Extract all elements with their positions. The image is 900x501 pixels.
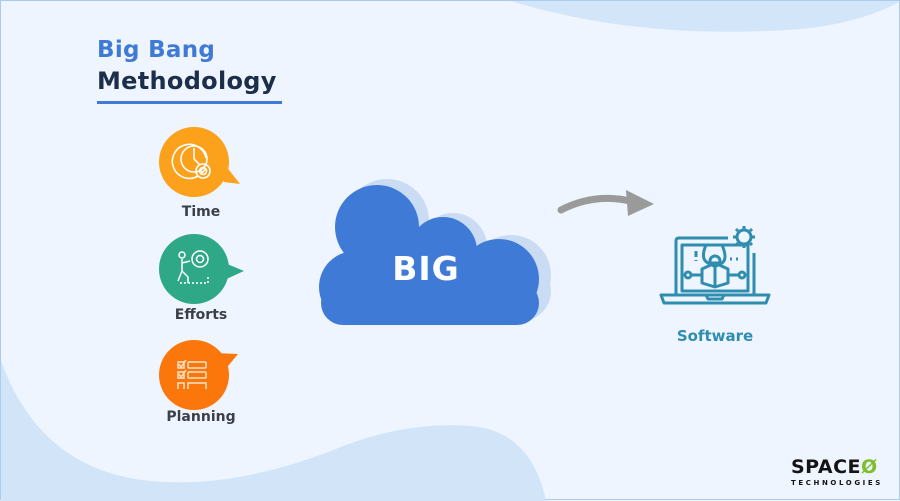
person-pushing-gear-icon [159, 234, 244, 304]
top-wave [511, 1, 900, 32]
title-underline [97, 101, 282, 104]
factor-efforts: Efforts [158, 233, 278, 343]
brand-logo: SPACEØ TECHNOLOGIES [791, 457, 891, 487]
factor-planning: Planning [158, 339, 278, 449]
title-line-1: Big Bang [97, 37, 216, 63]
brand-mark-icon: Ø [861, 456, 878, 478]
bottom-wave [1, 361, 546, 501]
curved-arrow-right-icon [557, 190, 654, 216]
cloud-icon [319, 179, 551, 325]
software-result: Software [656, 223, 776, 353]
factor-label: Planning [166, 409, 236, 425]
title-line-2: Methodology [97, 67, 277, 95]
software-label: Software [676, 327, 754, 345]
brand-tagline: TECHNOLOGIES [791, 479, 883, 487]
factor-time: Time [158, 126, 278, 236]
clock-gear-icon [159, 127, 240, 197]
factor-label: Time [181, 204, 221, 220]
laptop-gear-idea-icon [659, 226, 771, 305]
big-cloud: BIG [311, 171, 571, 341]
brand-name: SPACEØ [791, 457, 891, 477]
factor-label: Efforts [174, 307, 228, 323]
page-title: Big Bang Methodology [97, 35, 277, 97]
brand-name-text: SPACE [791, 456, 861, 478]
cloud-label: BIG [392, 249, 460, 288]
checklist-icon [159, 340, 238, 410]
